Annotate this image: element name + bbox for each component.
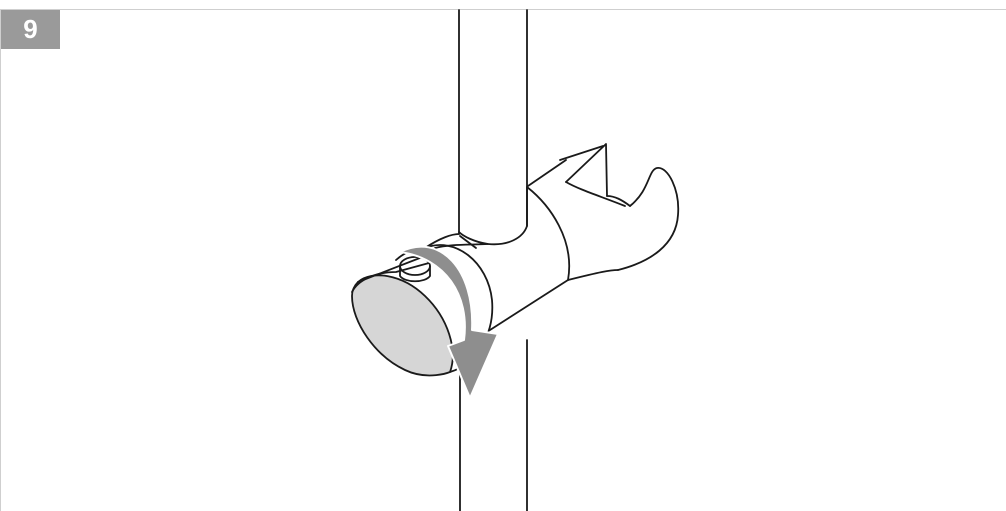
- shower-rail: [458, 9, 528, 511]
- panel-left-border: [0, 9, 1, 511]
- handshower-holder-cradle: [527, 143, 680, 271]
- knob-pin: [399, 256, 431, 283]
- locking-knob-face: [351, 255, 454, 377]
- step-number-badge: 9: [1, 10, 60, 49]
- rotate-clockwise-arrow-icon: [399, 245, 499, 399]
- panel-top-border: [0, 9, 1006, 10]
- slider-body: [424, 186, 619, 331]
